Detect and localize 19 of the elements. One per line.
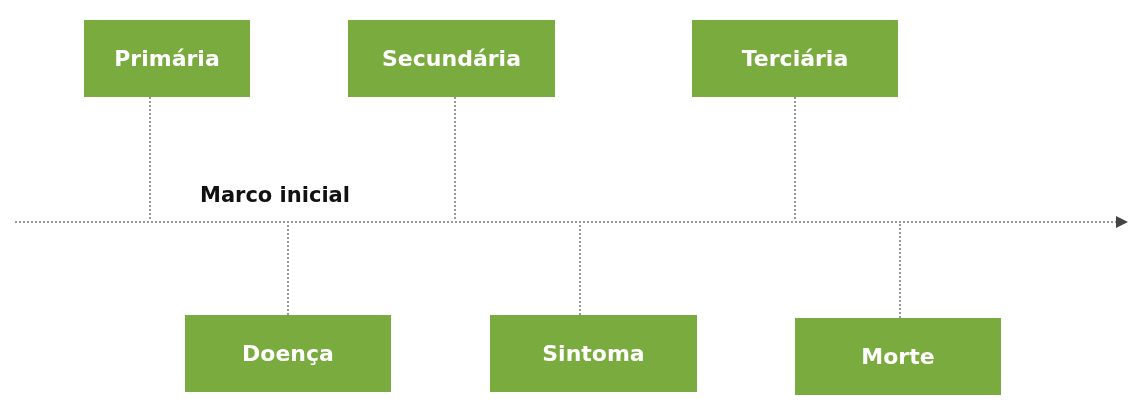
stage-box — [185, 315, 391, 392]
stage-box — [84, 20, 250, 97]
leader-line — [579, 222, 581, 316]
stage-box — [795, 318, 1001, 395]
leader-line — [149, 96, 151, 222]
start-marker-label: Marco inicial — [200, 183, 350, 207]
stage-name: Doença — [242, 341, 334, 366]
stage-name: Terciária — [741, 46, 849, 71]
stage-box — [348, 20, 555, 97]
stage-name: Primária — [114, 46, 220, 71]
leader-line — [287, 222, 289, 316]
stage-box — [692, 20, 898, 97]
leader-line — [454, 96, 456, 222]
stage-box — [490, 315, 697, 392]
stage-name: Sintoma — [542, 341, 645, 366]
leader-line — [899, 222, 901, 319]
stage-name: Morte — [861, 344, 935, 369]
leader-line — [794, 96, 796, 222]
stage-name: Secundária — [382, 46, 521, 71]
